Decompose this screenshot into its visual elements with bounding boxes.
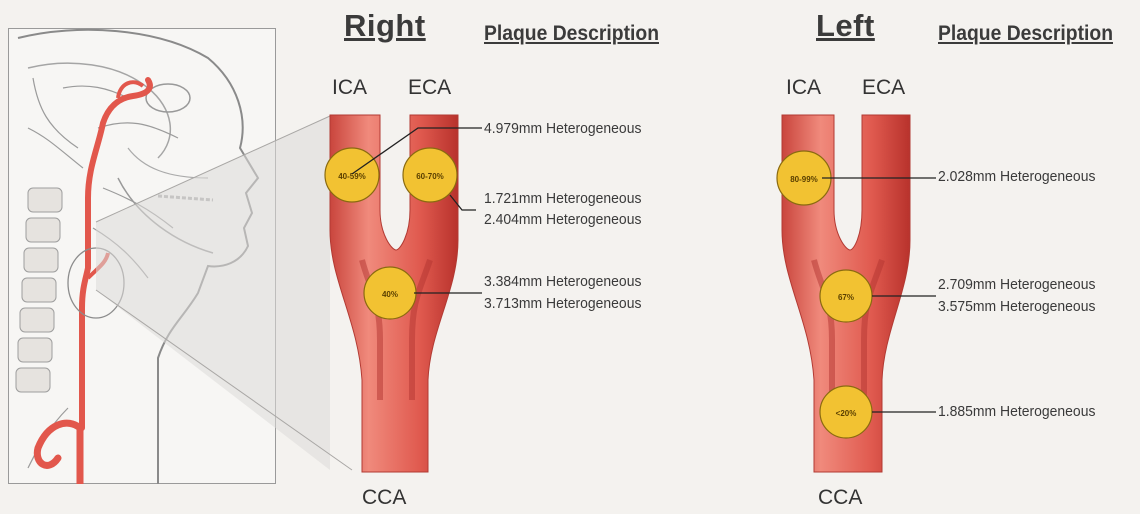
left-desc-cca: 1.885mm Heterogeneous: [938, 401, 1095, 423]
left-desc-bulb-2: 3.575mm Heterogeneous: [938, 296, 1095, 318]
left-desc-ica: 2.028mm Heterogeneous: [938, 166, 1095, 188]
left-desc-bulb-1: 2.709mm Heterogeneous: [938, 274, 1095, 296]
